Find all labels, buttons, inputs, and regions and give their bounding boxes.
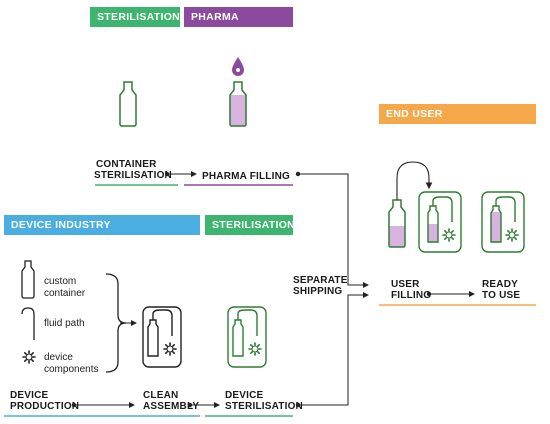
end-user-label: END USER [386,108,443,120]
separate-shipping-line2: SHIPPING [293,286,343,297]
sterilisation-mid-label: STERILISATION [212,219,296,231]
device-industry-label: DEVICE INDUSTRY [11,219,111,231]
device-production-label: DEVICE PRODUCTION [10,390,79,412]
ready-to-use-line2: TO USE [482,290,521,301]
device-sterilisation-line2: STERILISATION [225,401,303,412]
device-components-icon [22,350,36,364]
pharma-vial-icon [388,199,406,248]
pharma-industry-band: PHARMA INDUSTRY [184,7,293,43]
end-user-band: END USER [379,104,536,124]
custom-container-line2: container [44,288,86,299]
ready-to-use-label: READY TO USE [482,279,520,301]
clean-assembly-label: CLEAN ASSEMBLY [143,390,199,412]
custom-container-line1: custom [44,276,77,287]
device-sterilisation-line1: DEVICE [225,390,264,401]
arrow-device-to-user [298,292,369,406]
sterilised-device-icon [227,306,267,368]
custom-container-icon [21,260,35,299]
container-sterilisation-line2: STERILISATION [94,170,172,181]
pharma-filling-label: PHARMA FILLING [202,171,290,182]
container-sterilisation-label: CONTAINER STERILISATION [94,159,172,181]
device-components-line1: device [44,352,73,363]
fluid-path-text: fluid path [44,318,85,329]
device-industry-band: DEVICE INDUSTRY [4,215,200,235]
empty-bottle-icon [119,81,137,127]
user-filling-line2: FILLING [391,290,432,301]
arrow-pharma-to-user [298,173,369,288]
user-filling-label: USER FILLING [391,279,431,301]
filling-device-icon [418,191,462,253]
filled-bottle-icon [229,81,247,127]
ready-to-use-line1: READY [482,279,519,290]
device-sterilisation-label: DEVICE STERILISATION [225,390,303,412]
pharma-industry-label: PHARMA INDUSTRY [191,11,247,43]
sterilisation-top-label: STERILISATION [97,11,181,23]
fluid-path-icon [21,307,35,340]
custom-container-text: custom container [44,276,85,300]
container-sterilisation-line1: CONTAINER [96,159,157,170]
drop-icon [232,57,244,76]
device-components-text: device components [44,352,98,376]
separate-shipping-line1: SEPARATE [293,275,348,286]
transfer-arrow [396,161,433,200]
device-components-line2: components [44,364,99,375]
clean-assembly-line2: ASSEMBLY [143,401,200,412]
assembled-device-icon [142,306,182,368]
device-production-line2: PRODUCTION [10,401,80,412]
separate-shipping-label: SEPARATE SHIPPING [293,275,348,297]
ready-device-icon [481,191,525,253]
clean-assembly-line1: CLEAN [143,390,179,401]
sterilisation-mid-band: STERILISATION [205,215,296,235]
user-filling-line1: USER [391,279,420,290]
sterilisation-top-band: STERILISATION [90,7,180,27]
device-production-line1: DEVICE [10,390,49,401]
